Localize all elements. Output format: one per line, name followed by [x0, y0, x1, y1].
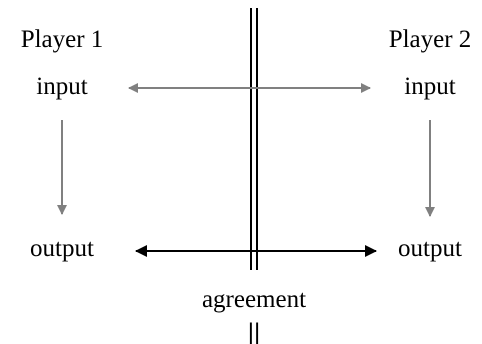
player2-output-label: output	[398, 235, 462, 262]
player1-input-label: input	[36, 73, 87, 100]
player2-title: Player 2	[389, 26, 472, 53]
player1-output-label: output	[30, 235, 94, 262]
central-divider	[250, 8, 258, 270]
agreement-label: agreement	[202, 286, 306, 313]
agreement-symbol: ||	[248, 319, 260, 344]
player2-input-label: input	[404, 73, 455, 100]
player1-title: Player 1	[21, 26, 104, 53]
